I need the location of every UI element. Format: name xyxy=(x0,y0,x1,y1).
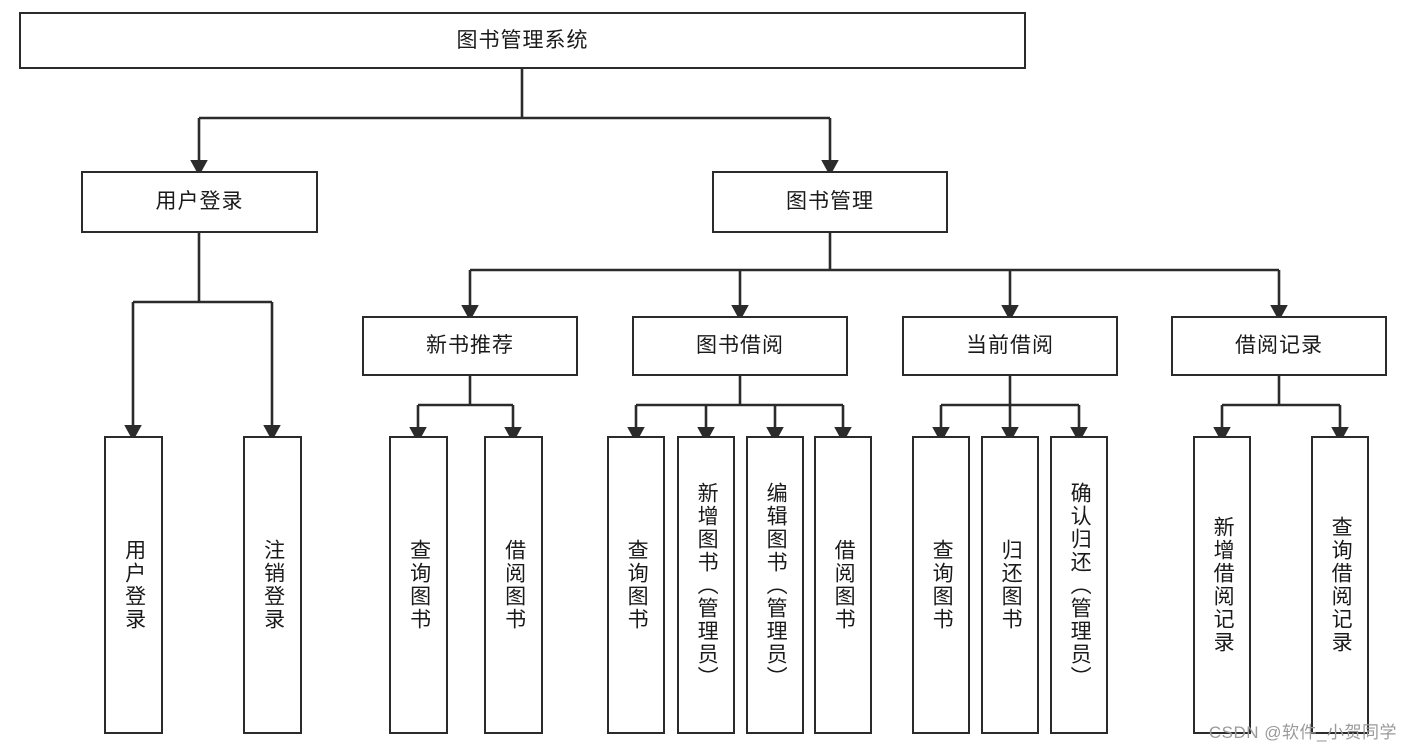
node-label: 当前借阅 xyxy=(966,334,1054,358)
leaf-user-login-logout[interactable]: 注销登录 xyxy=(243,436,302,734)
node-label: 借阅图书 xyxy=(832,539,856,631)
node-label: 新增借阅记录 xyxy=(1211,516,1235,654)
leaf-borrow-record-add-record[interactable]: 新增借阅记录 xyxy=(1193,436,1251,734)
node-label: 查询图书 xyxy=(625,539,649,631)
node-label: 借阅记录 xyxy=(1235,334,1323,358)
leaf-current-borrow-return-book[interactable]: 归还图书 xyxy=(981,436,1039,734)
node-book-borrow[interactable]: 图书借阅 xyxy=(632,316,848,376)
node-label: 用户登录 xyxy=(155,190,244,214)
node-label: 归还图书 xyxy=(999,539,1023,631)
csdn-watermark: CSDN @软件_小贺同学 xyxy=(1208,723,1397,742)
node-user-login[interactable]: 用户登录 xyxy=(81,171,318,233)
leaf-current-borrow-query-book[interactable]: 查询图书 xyxy=(912,436,970,734)
leaf-user-login-login[interactable]: 用户登录 xyxy=(104,436,163,734)
node-label: 图书借阅 xyxy=(696,334,784,358)
node-label: 图书管理系统 xyxy=(456,28,589,52)
node-label: 注销登录 xyxy=(261,539,285,631)
node-new-book-recommend[interactable]: 新书推荐 xyxy=(362,316,578,376)
node-label: 新增图书（管理员） xyxy=(695,481,719,689)
node-borrow-record[interactable]: 借阅记录 xyxy=(1171,316,1387,376)
leaf-book-borrow-edit-book-admin[interactable]: 编辑图书（管理员） xyxy=(746,436,804,734)
leaf-new-book-borrow-book[interactable]: 借阅图书 xyxy=(484,436,543,734)
node-label: 查询图书 xyxy=(407,539,431,631)
node-root-book-management-system[interactable]: 图书管理系统 xyxy=(19,12,1026,69)
node-label: 图书管理 xyxy=(786,190,874,214)
node-label: 新书推荐 xyxy=(426,334,514,358)
node-label: 编辑图书（管理员） xyxy=(764,481,788,689)
leaf-current-borrow-confirm-return-admin[interactable]: 确认归还（管理员） xyxy=(1050,436,1108,734)
leaf-new-book-query-book[interactable]: 查询图书 xyxy=(389,436,448,734)
node-book-management[interactable]: 图书管理 xyxy=(712,171,948,233)
node-label: 查询图书 xyxy=(930,539,954,631)
leaf-book-borrow-add-book-admin[interactable]: 新增图书（管理员） xyxy=(677,436,735,734)
leaf-book-borrow-borrow-book[interactable]: 借阅图书 xyxy=(814,436,872,734)
node-label: 确认归还（管理员） xyxy=(1068,481,1092,689)
node-current-borrow[interactable]: 当前借阅 xyxy=(902,316,1118,376)
node-label: 用户登录 xyxy=(122,539,146,631)
leaf-book-borrow-query-book[interactable]: 查询图书 xyxy=(607,436,665,734)
leaf-borrow-record-query-record[interactable]: 查询借阅记录 xyxy=(1311,436,1369,734)
node-label: 借阅图书 xyxy=(502,539,526,631)
node-label: 查询借阅记录 xyxy=(1329,516,1353,654)
